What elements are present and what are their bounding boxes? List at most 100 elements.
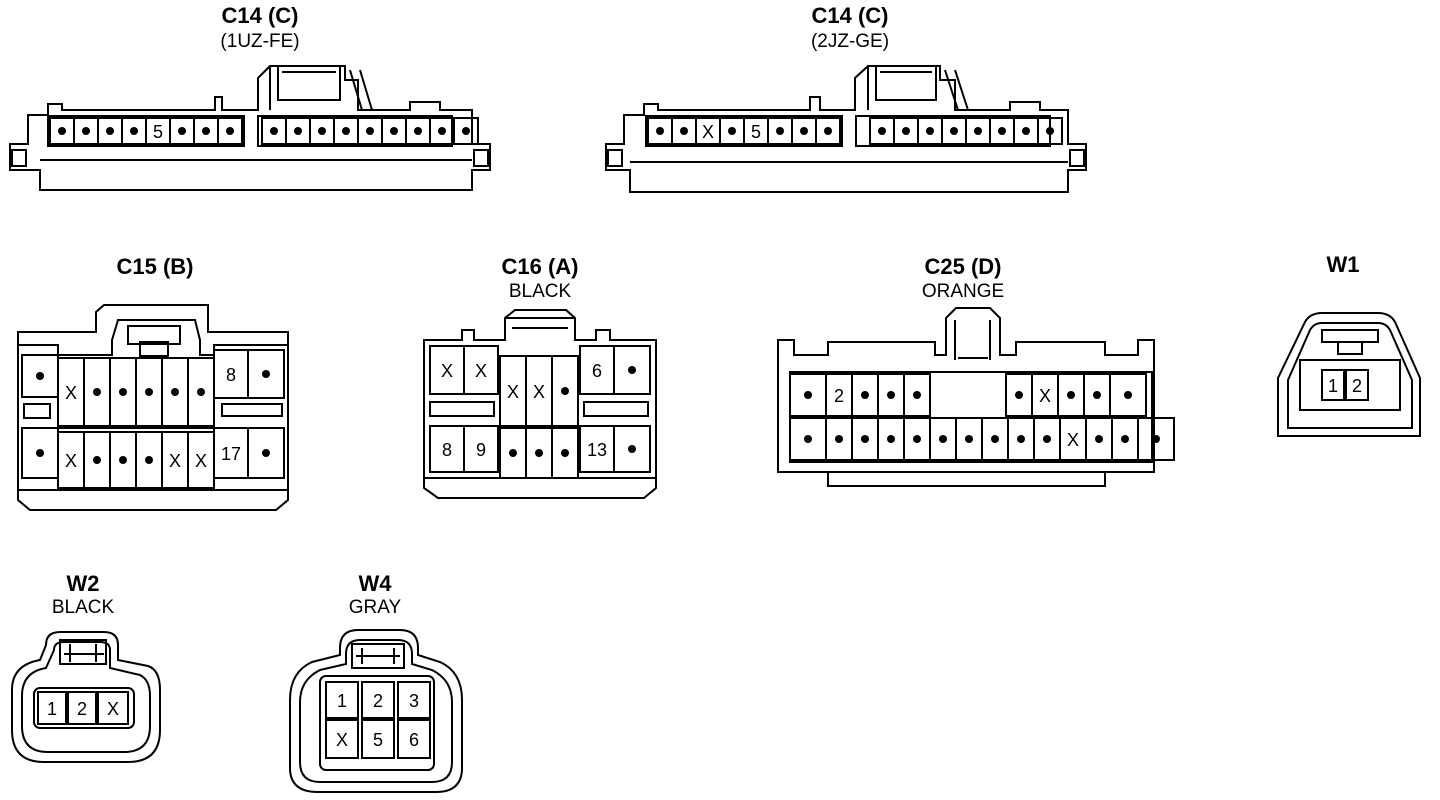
c25-bot-1-dot xyxy=(835,435,843,443)
c25-top-8-dot xyxy=(1093,391,1101,399)
w4-top-0-cell xyxy=(325,681,359,719)
c15-top-4-dot xyxy=(145,388,153,396)
c14-2jz-pin-3-dot xyxy=(728,127,736,135)
c25-bot-7-dot xyxy=(991,435,999,443)
c16-top-5-label: 6 xyxy=(592,361,602,381)
w4-subtitle: GRAY xyxy=(348,597,402,618)
c14-1uz-pin-17-cell xyxy=(453,117,479,145)
c15-bot-6-label: X xyxy=(195,451,207,471)
c14-2jz-pin-9-dot xyxy=(878,127,886,135)
w1-pin-0-cell xyxy=(1321,369,1345,401)
c15-bot-5-label: X xyxy=(169,451,181,471)
w2-pin-1-label: 2 xyxy=(77,699,87,719)
c16-top-0-label: X xyxy=(441,361,453,381)
w2-pin-0-label: 1 xyxy=(47,699,57,719)
c14-1uz-pin-10-dot xyxy=(294,127,302,135)
c14-1uz-connector: 5 xyxy=(9,65,491,191)
w4-top-2-cell xyxy=(397,681,431,719)
c14-2jz-pin-11-dot xyxy=(926,127,934,135)
w2-pin-0-cell xyxy=(37,691,67,725)
c14-1uz-pin-1-dot xyxy=(82,127,90,135)
c14-2jz-pin-1-dot xyxy=(680,127,688,135)
c14-1uz-pin-7-cell xyxy=(217,117,243,145)
c25-top-3-dot xyxy=(887,391,895,399)
c25-top-5-dot xyxy=(1015,391,1023,399)
c15-bot-r2-dot xyxy=(262,449,270,457)
c16-top-6-cell xyxy=(613,345,651,395)
c15-top-r2-cell xyxy=(247,349,285,399)
c25-bot-10-label: X xyxy=(1067,430,1079,450)
c14-1uz-subtitle: (1UZ-FE) xyxy=(220,31,300,52)
w4-top-1-label: 2 xyxy=(373,691,383,711)
c14-1uz-pin-7-dot xyxy=(226,127,234,135)
c15-bot-4-dot xyxy=(145,456,153,464)
c14-2jz-subtitle: (2JZ-GE) xyxy=(810,31,890,52)
w2-pin-2-cell xyxy=(97,691,129,725)
w4-bot-0-label: X xyxy=(336,730,348,750)
w2-subtitle: BLACK xyxy=(51,597,115,618)
c16-bot-6-cell xyxy=(613,425,651,473)
c25-bot-3-dot xyxy=(887,435,895,443)
c25-top-6-label: X xyxy=(1039,386,1051,406)
c25-bot-9-dot xyxy=(1043,435,1051,443)
c16-bot-3-dot xyxy=(535,449,543,457)
c14-2jz-pin-16-cell xyxy=(1037,117,1063,145)
c16-top-1-cell xyxy=(463,345,499,395)
c14-2jz-pin-5-dot xyxy=(776,127,784,135)
c14-1uz-pin-0-dot xyxy=(58,127,66,135)
c16-subtitle: BLACK xyxy=(508,281,572,302)
c14-2jz-pin-6-dot xyxy=(800,127,808,135)
c15-top-3-dot xyxy=(119,388,127,396)
c16-bot-5-label: 13 xyxy=(587,440,607,460)
w4-top-0-label: 1 xyxy=(337,691,347,711)
c16-bot-6-dot xyxy=(628,445,636,453)
c16-bot-2-dot xyxy=(509,449,517,457)
w4-bot-2-cell xyxy=(397,719,431,759)
w2-title: W2 xyxy=(66,571,100,596)
c14-1uz-pin-5-dot xyxy=(178,127,186,135)
c15-top-2-dot xyxy=(93,388,101,396)
c15-bot-1-label: X xyxy=(65,451,77,471)
c25-top-2-dot xyxy=(861,391,869,399)
c14-2jz-pin-14-dot xyxy=(998,127,1006,135)
c14-2jz-pin-16-dot xyxy=(1046,127,1054,135)
w1-title: W1 xyxy=(1326,252,1360,277)
c16-bot-1-label: 9 xyxy=(476,440,486,460)
c14-1uz-pin-3-dot xyxy=(130,127,138,135)
c14-2jz-pin-4-label: 5 xyxy=(751,122,761,142)
c15-top-r1-label: 8 xyxy=(226,365,236,385)
c25-top-4-dot xyxy=(913,391,921,399)
c25-top-9-cell xyxy=(1109,373,1147,417)
c14-1uz-pin-6-dot xyxy=(202,127,210,135)
c16-top-3-label: X xyxy=(533,382,545,402)
c14-1uz-pin-15-dot xyxy=(414,127,422,135)
c25-bot-0-dot xyxy=(804,435,812,443)
c15-top-5-dot xyxy=(171,388,179,396)
c14-2jz-pin-13-dot xyxy=(974,127,982,135)
c14-1uz-pin-13-dot xyxy=(366,127,374,135)
c25-top-9-dot xyxy=(1124,391,1132,399)
c14-1uz-pin-2-dot xyxy=(106,127,114,135)
c14-1uz-pin-4-label: 5 xyxy=(153,122,163,142)
c16-bot-0-label: 8 xyxy=(442,440,452,460)
c25-bot-6-dot xyxy=(965,435,973,443)
c14-1uz-pin-12-dot xyxy=(342,127,350,135)
w4-bot-2-label: 6 xyxy=(409,730,419,750)
c25-bot-13-cell xyxy=(1137,417,1175,461)
c14-1uz-pin-17-dot xyxy=(462,127,470,135)
c25-top-7-dot xyxy=(1067,391,1075,399)
c16-top-4-cell xyxy=(551,355,579,427)
w4-top-2-label: 3 xyxy=(409,691,419,711)
c15-top-6-dot xyxy=(197,388,205,396)
c14-2jz-title: C14 (C) xyxy=(811,3,889,28)
c14-2jz-pin-15-dot xyxy=(1022,127,1030,135)
c15-bot-left-dot xyxy=(36,449,44,457)
w4-bot-0-cell xyxy=(325,719,359,759)
c14-1uz-pin-9-dot xyxy=(270,127,278,135)
c16-top-2-label: X xyxy=(507,382,519,402)
c25-bot-13-dot xyxy=(1152,435,1160,443)
c25-bot-5-dot xyxy=(939,435,947,443)
